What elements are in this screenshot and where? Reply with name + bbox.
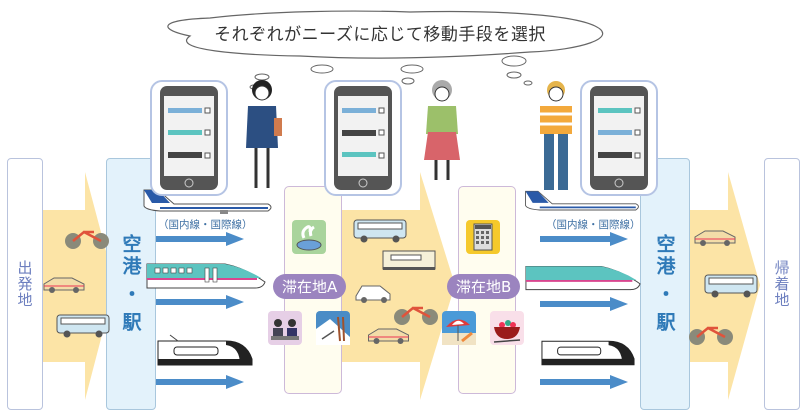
route-label-left: （国内線・国際線） (158, 219, 253, 231)
blue-arrow-express-left (156, 375, 244, 389)
car-icon (355, 285, 391, 303)
hub-left-line2: 駅 (119, 312, 142, 334)
blue-arrow-air-right (540, 232, 628, 246)
airplane-icon (143, 189, 272, 214)
bus-icon-return (704, 274, 758, 298)
beach-icon (442, 311, 476, 345)
taxi-icon-mid (368, 328, 409, 344)
blue-arrow-shinkansen-left (156, 295, 244, 309)
return-column: 帰着地 (764, 158, 800, 410)
bicycle-icon-return (689, 326, 733, 345)
young-man-figure (540, 81, 572, 190)
shinkansen-icon (146, 263, 266, 289)
blue-arrow-air-left (156, 232, 244, 246)
bicycle-icon (65, 230, 109, 249)
airplane-icon-right (525, 190, 639, 211)
departure-column: 出発地 (7, 158, 43, 410)
route-label-right: （国内線・国際線） (546, 219, 641, 231)
hub-right-dot: ・ (653, 284, 676, 306)
limited-express-icon (157, 334, 253, 366)
stay-a-badge: 滞在地A (273, 274, 347, 299)
smartphone-icon (160, 86, 218, 190)
hub-right-line1: 空港 (653, 234, 676, 278)
hub-left-dot: ・ (119, 284, 142, 306)
meeting-icon (268, 311, 302, 345)
bicycle-icon-mid (394, 306, 438, 325)
hub-left-line1: 空港 (119, 234, 142, 278)
yellow-arrow-stay-a (335, 172, 455, 400)
shinkansen-icon-right (525, 265, 641, 291)
departure-label: 出発地 (15, 260, 34, 308)
return-label: 帰着地 (772, 260, 791, 308)
elderly-woman-figure (424, 80, 460, 180)
smartphone-icon (334, 86, 392, 190)
blue-arrow-shinkansen-right (540, 297, 628, 311)
hot-spring-icon (292, 220, 326, 254)
taxi-icon-return (694, 230, 736, 246)
business-woman-figure (246, 80, 282, 188)
phone-bubble-1 (150, 80, 228, 196)
ski-icon (316, 311, 350, 345)
bus-icon-mid (353, 219, 407, 243)
taxi-icon (43, 277, 85, 293)
stay-b-badge: 滞在地B (447, 274, 521, 299)
blue-arrow-express-right (540, 375, 628, 389)
phone-bubble-2 (324, 80, 402, 196)
hotel-icon (466, 220, 500, 254)
phone-bubble-3 (580, 80, 658, 196)
thought-cloud (167, 10, 604, 59)
hub-right-line2: 駅 (653, 312, 676, 334)
limited-express-icon-right (541, 340, 635, 366)
thought-text: それぞれがニーズに応じて移動手段を選択 (214, 25, 546, 45)
bus-icon (56, 314, 110, 338)
smartphone-icon (590, 86, 648, 190)
local-train-icon (382, 250, 436, 270)
rice-bowl-icon (490, 311, 524, 345)
